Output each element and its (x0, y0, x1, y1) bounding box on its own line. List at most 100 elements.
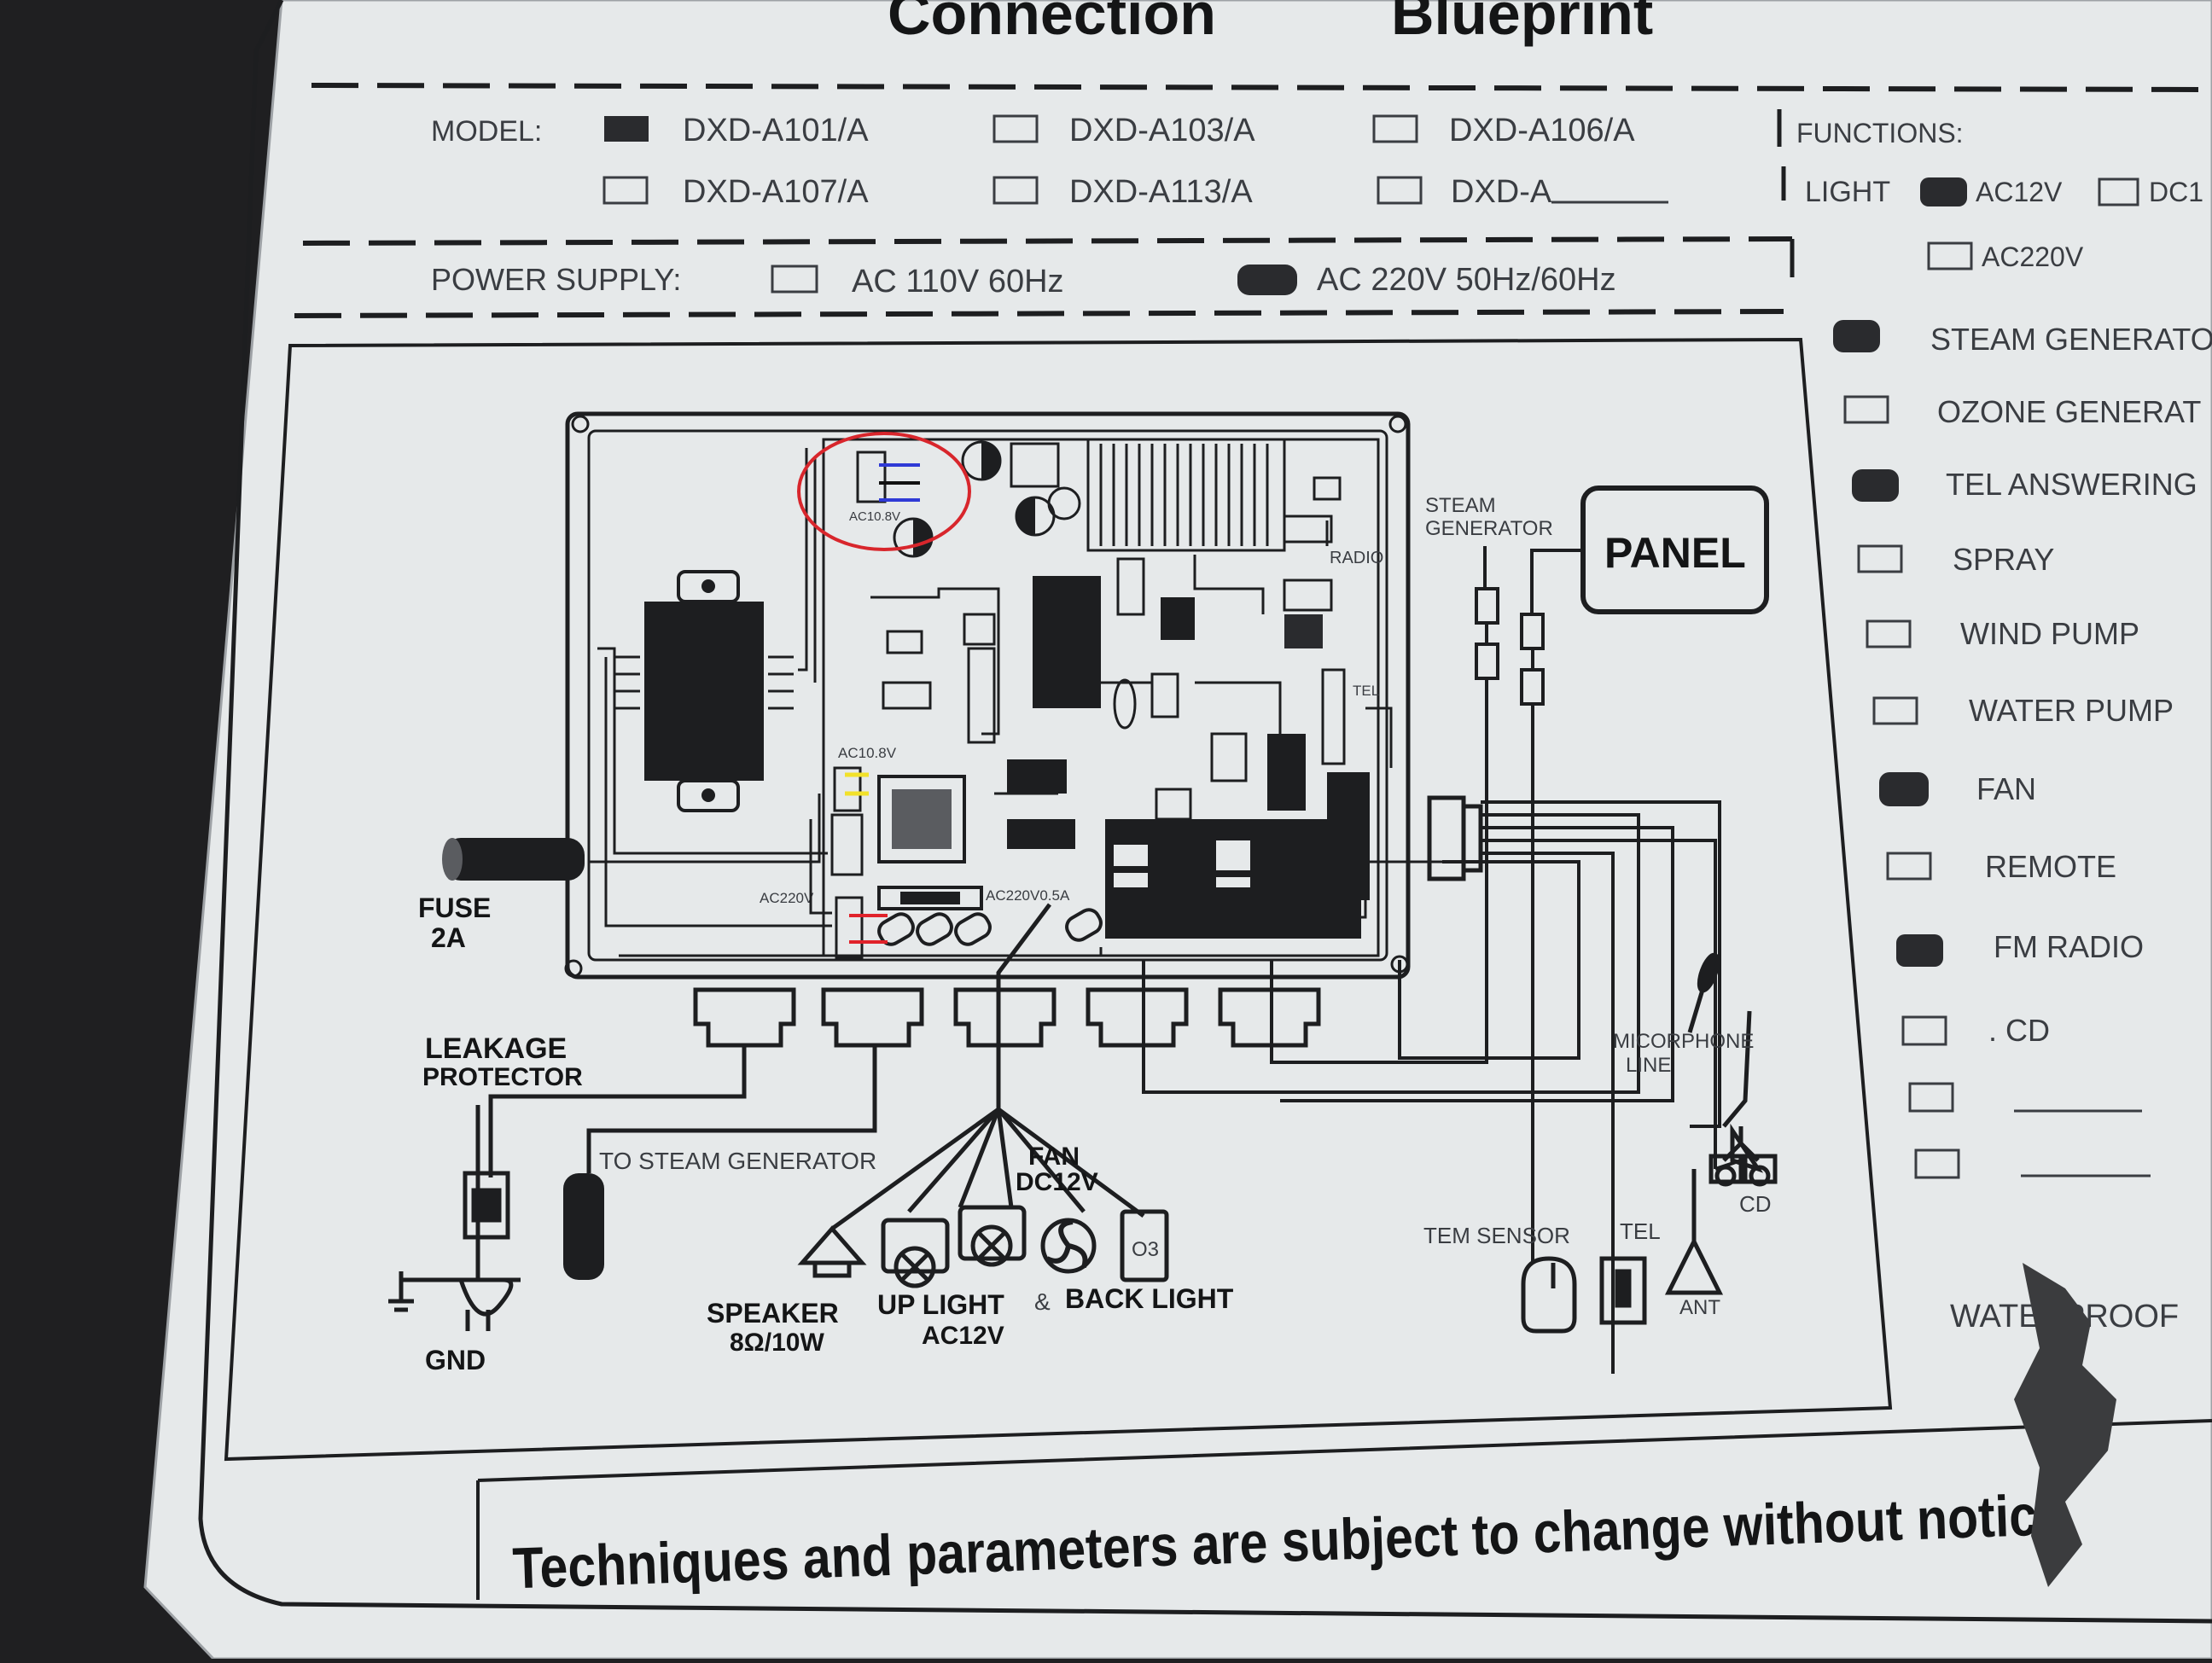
functions-list: STEAM GENERATO OZONE GENERAT TEL ANSWERI… (1833, 320, 2212, 1334)
model-a107: DXD-A107/A (683, 174, 869, 210)
light-checkbox-dc[interactable] (2098, 177, 2139, 206)
label-gnd: GND (425, 1345, 486, 1375)
fn-spray: SPRAY (1953, 542, 2054, 577)
model-checkbox-a113[interactable] (992, 176, 1039, 205)
title-connection: Connection (888, 0, 1216, 47)
transformer (644, 602, 764, 781)
model-a113: DXD-A113/A (1069, 174, 1253, 210)
fn-checkbox-blank-1[interactable] (1908, 1082, 1954, 1113)
model-custom: DXD-A (1451, 174, 1552, 210)
label-panel: PANEL (1604, 529, 1746, 577)
fn-checkbox-tel[interactable] (1852, 469, 1899, 502)
cd-icon (1708, 1154, 1778, 1184)
hand-annotations (797, 432, 971, 944)
label-radio: RADIO (1330, 549, 1383, 567)
fn-checkbox-cd[interactable] (1901, 1015, 1947, 1046)
model-checkbox-custom[interactable] (1377, 176, 1423, 205)
fn-checkbox-ozone[interactable] (1843, 395, 1889, 424)
model-checkbox-a101[interactable] (604, 116, 649, 142)
fn-checkbox-fan[interactable] (1879, 772, 1929, 806)
back-light-icon (958, 1205, 1027, 1261)
ant-icon (1664, 1169, 1724, 1295)
connector-ac10-top (856, 451, 887, 503)
damage-tear (2014, 1263, 2116, 1587)
label-steam-gen: STEAM (1425, 494, 1496, 517)
label-ac12v: AC12V (922, 1322, 1004, 1350)
model-checkbox-a103[interactable] (992, 114, 1039, 143)
diagram-frame (224, 337, 1893, 1462)
fn-checkbox-steam[interactable] (1833, 320, 1880, 352)
fn-steam: STEAM GENERATO (1930, 322, 2212, 357)
gnd-plug (388, 1045, 747, 1331)
fn-fan: FAN (1976, 771, 2036, 806)
model-a101: DXD-A101/A (683, 113, 869, 148)
load-wires (830, 903, 1145, 1231)
speaker-icon (797, 1225, 867, 1265)
steam-plug (563, 1173, 604, 1280)
label-protector: PROTECTOR (422, 1063, 583, 1091)
fn-checkbox-blank-2[interactable] (1914, 1148, 1960, 1179)
connector-ac220 (835, 896, 864, 959)
fn-fm: FM RADIO (1994, 929, 2144, 964)
label-up-light: UP LIGHT (877, 1289, 1004, 1320)
fn-tel: TEL ANSWERING (1946, 467, 2197, 502)
tem-sensor-icon (1521, 1256, 1577, 1334)
annotation-circle (797, 432, 971, 551)
label-fuse: FUSE (418, 893, 491, 923)
label-tem-sensor: TEM SENSOR (1423, 1223, 1570, 1248)
label-ac10-mid: AC10.8V (838, 745, 897, 761)
label-ac220-left: AC220V (760, 890, 814, 906)
light-ac220v: AC220V (1982, 241, 2084, 272)
fn-checkbox-wind[interactable] (1866, 619, 1912, 648)
label-fan-voltage: DC12V (1016, 1168, 1098, 1196)
label-leakage: LEAKAGE (425, 1032, 567, 1065)
label-ant: ANT (1679, 1296, 1720, 1319)
steam-cable (586, 1045, 877, 1173)
outer-border (198, 0, 2212, 1624)
label-o3: O3 (1132, 1238, 1159, 1261)
model-a103: DXD-A103/A (1069, 113, 1255, 148)
fn-ozone: OZONE GENERAT (1937, 394, 2201, 429)
label-microphone-line: LINE (1626, 1054, 1671, 1077)
model-checkbox-a106[interactable] (1372, 114, 1418, 143)
fn-checkbox-remote[interactable] (1886, 852, 1932, 881)
fn-wind: WIND PUMP (1960, 616, 2139, 651)
model-checkbox-a107[interactable] (602, 176, 649, 205)
light-checkbox-ac12v[interactable] (1920, 177, 1967, 206)
light-dc: DC1 (2149, 177, 2203, 207)
light-checkbox-ac220v[interactable] (1927, 241, 1973, 270)
label-fuse-rating: 2A (431, 922, 466, 953)
label-to-steam: TO STEAM GENERATOR (599, 1148, 876, 1174)
cable-glands (693, 795, 1483, 1048)
model-label: MODEL: (431, 115, 542, 148)
power-220: AC 220V 50Hz/60Hz (1317, 262, 1616, 298)
label-ampersand: & (1034, 1288, 1051, 1315)
model-a106: DXD-A106/A (1449, 113, 1635, 148)
label-cd: CD (1739, 1191, 1772, 1217)
label-speaker: SPEAKER (707, 1298, 839, 1329)
loads (797, 1205, 1169, 1288)
label-ac220-right: AC220V0.5A (986, 887, 1070, 904)
power-checkbox-110[interactable] (771, 265, 818, 294)
functions-label: FUNCTIONS: (1796, 118, 1964, 148)
label-tel-board: TEL (1353, 683, 1379, 699)
fuse-holder (444, 838, 585, 881)
fn-checkbox-water[interactable] (1872, 696, 1918, 725)
connector-ac10-mid (833, 766, 862, 812)
fn-remote: REMOTE (1985, 849, 2116, 884)
fn-checkbox-fm[interactable] (1896, 934, 1943, 967)
light-label: LIGHT (1805, 176, 1890, 208)
power-checkbox-220[interactable] (1237, 265, 1297, 295)
up-light-icon (881, 1218, 950, 1274)
label-steam-gen-2: GENERATOR (1425, 517, 1553, 540)
fn-checkbox-spray[interactable] (1857, 544, 1903, 573)
light-ac12v: AC12V (1976, 177, 2063, 207)
title-blueprint: Blueprint (1391, 0, 1653, 47)
power-110: AC 110V 60Hz (852, 264, 1064, 299)
label-microphone: MICORPHONE (1613, 1030, 1754, 1053)
ozone-icon (1120, 1209, 1169, 1282)
tel-icon (1599, 1256, 1647, 1325)
controller-box: RADIO TEL AC10.8V AC10.8V AC220V AC220V0… (564, 411, 1442, 980)
